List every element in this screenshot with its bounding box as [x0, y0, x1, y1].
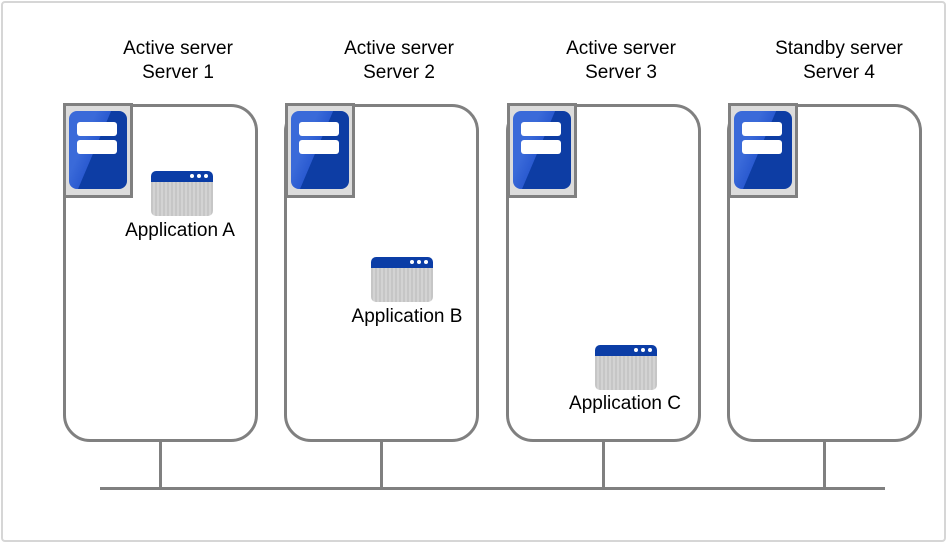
- server-role: Active server: [344, 38, 454, 59]
- application-label: Application B: [351, 306, 463, 327]
- app-titlebar: [371, 257, 433, 268]
- server-tower: [513, 111, 571, 189]
- application-window-icon: [371, 257, 433, 302]
- titlebar-dots-icon: [190, 174, 208, 178]
- app-titlebar: [151, 171, 213, 182]
- app-window-body: [595, 356, 657, 390]
- server-tower-icon: [63, 103, 133, 198]
- drive-bay-slot: [521, 140, 561, 154]
- server-role: Active server: [123, 38, 233, 59]
- server-tower-icon: [728, 103, 798, 198]
- server-tower: [291, 111, 349, 189]
- network-connector-line: [159, 440, 162, 489]
- server-4-header: Standby server Server 4: [741, 37, 937, 85]
- server-tower-icon: [507, 103, 577, 198]
- app-window-body: [371, 268, 433, 302]
- network-bus-line: [100, 487, 885, 490]
- titlebar-dots-icon: [634, 348, 652, 352]
- app-titlebar: [595, 345, 657, 356]
- application-label: Application C: [569, 393, 681, 414]
- application-label: Application A: [125, 220, 235, 241]
- server-1-header: Active server Server 1: [80, 37, 276, 85]
- server-name: Server 4: [803, 62, 875, 83]
- network-connector-line: [380, 440, 383, 489]
- server-name: Server 1: [142, 62, 214, 83]
- server-tower: [734, 111, 792, 189]
- server-name: Server 3: [585, 62, 657, 83]
- drive-bay-slot: [742, 122, 782, 136]
- server-2-header: Active server Server 2: [301, 37, 497, 85]
- drive-bay-slot: [77, 140, 117, 154]
- drive-bay-slot: [299, 140, 339, 154]
- network-connector-line: [823, 440, 826, 489]
- application-window-icon: [595, 345, 657, 390]
- server-tower: [69, 111, 127, 189]
- drive-bay-slot: [77, 122, 117, 136]
- drive-bay-slot: [521, 122, 561, 136]
- drive-bay-slot: [742, 140, 782, 154]
- server-role: Active server: [566, 38, 676, 59]
- app-window-body: [151, 182, 213, 216]
- server-tower-icon: [285, 103, 355, 198]
- server-role: Standby server: [775, 38, 903, 59]
- network-connector-line: [602, 440, 605, 489]
- server-name: Server 2: [363, 62, 435, 83]
- titlebar-dots-icon: [410, 260, 428, 264]
- server-3-header: Active server Server 3: [523, 37, 719, 85]
- application-window-icon: [151, 171, 213, 216]
- drive-bay-slot: [299, 122, 339, 136]
